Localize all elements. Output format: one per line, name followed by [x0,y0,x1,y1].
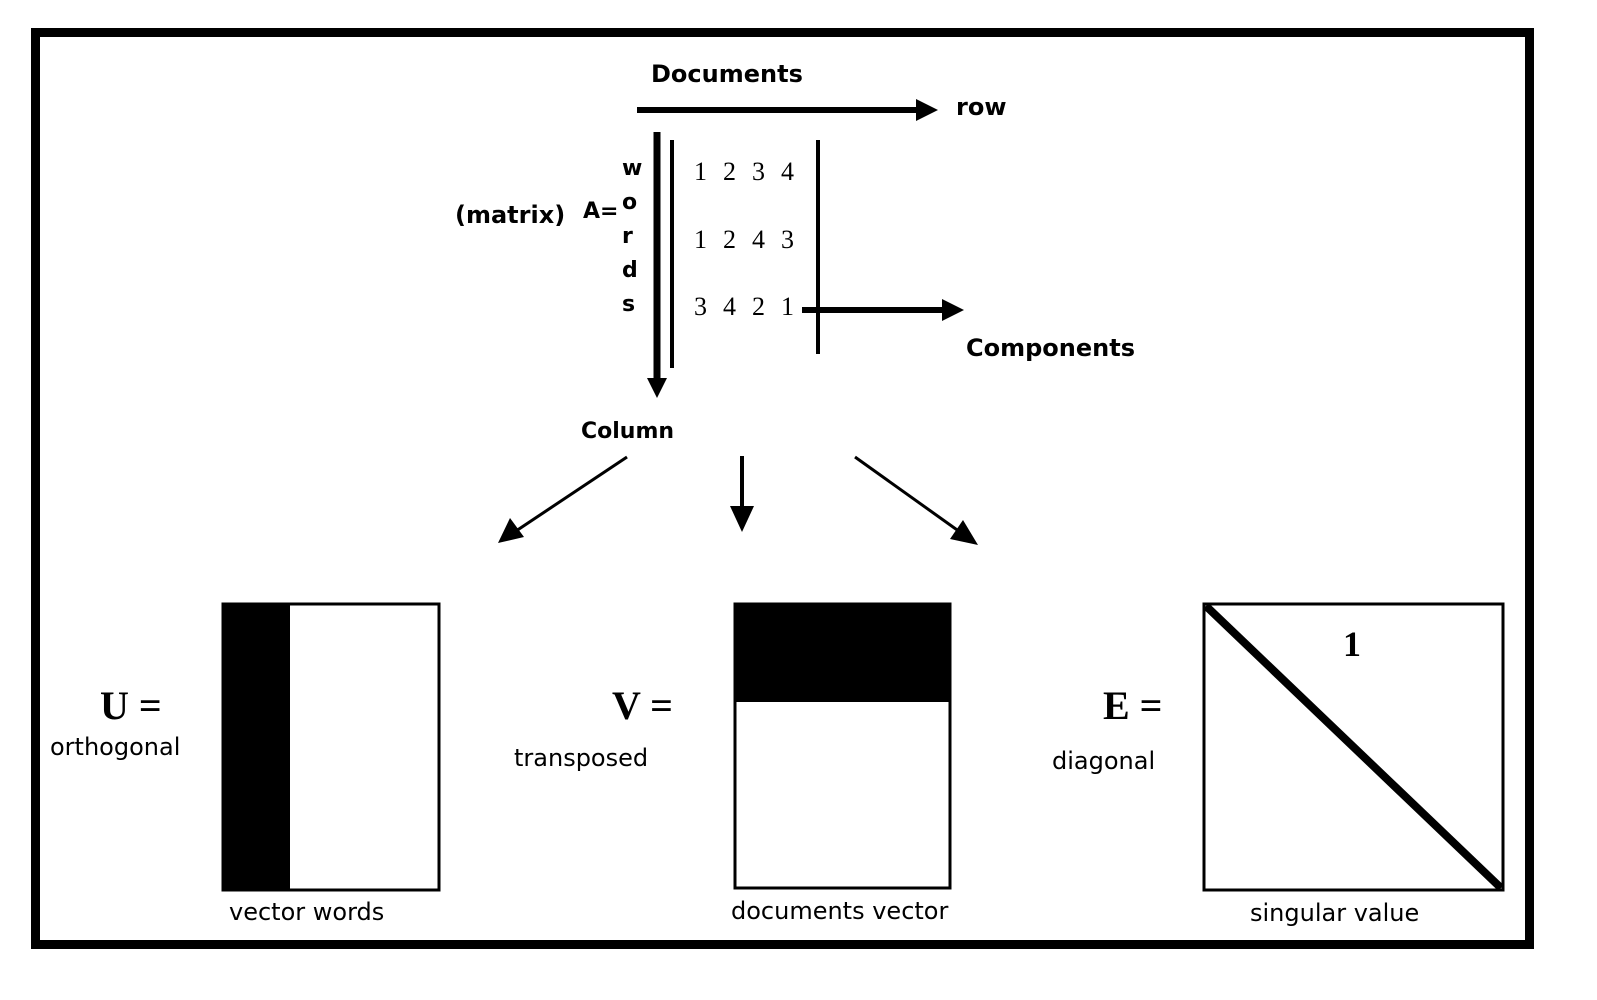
matrix-cell: 3 [781,225,794,254]
matrix-cell: 3 [694,292,707,321]
matrix-cell: 1 [694,225,707,254]
words-letter: s [622,292,636,317]
column-label: Column [581,419,675,444]
matrix-cell: 3 [752,157,765,186]
matrix-cell: 1 [781,292,794,321]
words-letter: o [622,190,638,215]
u-name: orthogonal [50,733,181,761]
arrow-to-u [498,455,628,543]
words-letter: d [622,258,638,283]
v-caption: documents vector [731,897,949,925]
components-label: Components [966,334,1135,362]
matrix-cell: 2 [723,225,736,254]
e-caption: singular value [1250,899,1420,927]
matrix-label: (matrix) [455,201,566,229]
u-matrix-box [221,602,441,892]
e-matrix-box [1202,602,1505,892]
v-name: transposed [514,744,649,772]
words-letter: w [622,156,643,181]
words-letter: r [622,224,633,249]
documents-label: Documents [651,60,803,88]
e-inner-label: 1 [1343,624,1361,664]
row-arrow [637,99,938,121]
components-arrow [802,299,964,321]
v-matrix-box [733,602,952,890]
matrix-cell: 2 [723,157,736,186]
column-arrow [647,132,667,398]
u-symbol: U = [100,683,162,728]
v-symbol: V = [612,683,673,728]
outer-frame [31,28,1534,949]
matrix-cell: 4 [752,225,765,254]
arrow-to-v [730,456,754,532]
a-equals-label: A= [583,199,619,224]
u-caption: vector words [229,898,385,926]
arrow-to-e [854,455,978,545]
matrix-cell: 2 [752,292,765,321]
e-name: diagonal [1052,747,1156,775]
matrix-cell: 1 [694,157,707,186]
e-symbol: E = [1103,683,1163,728]
matrix-cell: 4 [781,157,794,186]
matrix-cell: 4 [723,292,736,321]
row-label: row [956,93,1007,121]
